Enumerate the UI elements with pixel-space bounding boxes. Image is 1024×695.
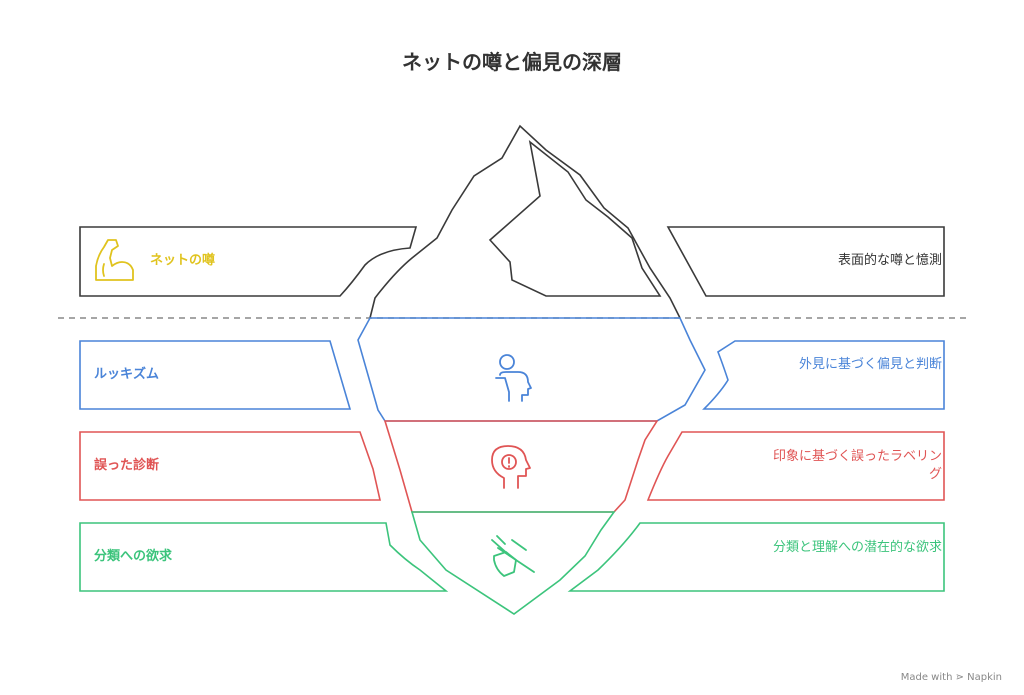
surface-right-box [666, 226, 945, 297]
layer1-description: 外見に基づく偏見と判断 [798, 357, 942, 372]
layer2-description: 印象に基づく誤ったラベリング [772, 449, 942, 482]
surface-label: ネットの噂 [150, 253, 216, 268]
layer3-right-box [567, 522, 945, 592]
layer2-right-box [646, 431, 945, 501]
page-title: ネットの噂と偏見の深層 [402, 50, 622, 74]
layer3-description: 分類と理解への潜在的な欲求 [772, 540, 942, 555]
hand-tools-icon [491, 535, 535, 577]
layer1-label: ルッキズム [94, 367, 160, 382]
surface-left-box [79, 226, 418, 297]
layer3-iceberg [410, 511, 616, 615]
flexed-arm-icon [95, 239, 134, 281]
layer3-left-box [79, 522, 449, 592]
layer2-iceberg [383, 420, 659, 513]
iceberg-ridge [488, 140, 662, 297]
layer2-label: 誤った診断 [94, 458, 160, 473]
napkin-watermark: Made with ⋗ Napkin [900, 672, 1002, 683]
layer2-left-box [79, 431, 382, 501]
layer1-left-box [79, 340, 352, 410]
head-thinking-icon [495, 354, 532, 402]
layer1-iceberg [357, 317, 706, 422]
surface-description: 表面的な噂と憶測 [837, 253, 942, 268]
head-alert-icon [491, 445, 531, 489]
layer1-right-box [702, 340, 945, 410]
iceberg-tip [369, 124, 681, 319]
layer3-label: 分類への欲求 [94, 549, 173, 564]
